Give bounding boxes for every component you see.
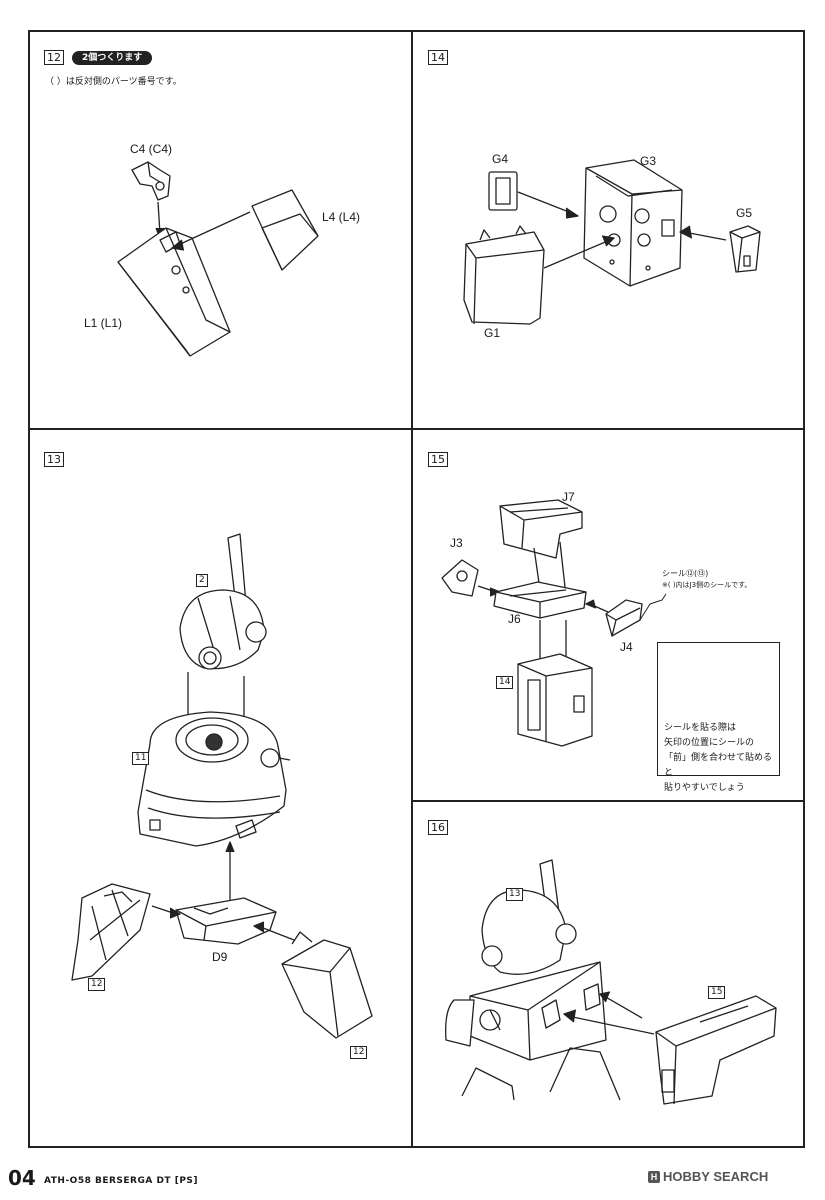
hobby-search-logo-icon: H — [648, 1171, 660, 1183]
step-14-number: 14 — [428, 50, 448, 65]
ref-step-12-left: 12 — [88, 978, 106, 991]
tip-line-2: 矢印の位置にシールの — [664, 738, 755, 748]
row-divider-left — [28, 428, 805, 430]
part-label-j6: J6 — [508, 612, 521, 626]
part-label-l4: L4 (L4) — [322, 210, 361, 224]
product-title: ATH-O58 BERSERGA DT [PS] — [44, 1176, 199, 1186]
step-13-number: 13 — [44, 452, 64, 467]
ref-step-2: 2 — [196, 574, 208, 587]
row-divider-right — [411, 800, 805, 802]
part-label-j4: J4 — [620, 640, 633, 654]
column-divider — [411, 30, 413, 1148]
part-label-g4: G4 — [492, 152, 509, 166]
step-15-number: 15 — [428, 452, 448, 467]
sticker-tip-box: シールを貼る際は 矢印の位置にシールの 「前」側を合わせて貼めると 貼りやすいで… — [657, 642, 780, 793]
instruction-frame — [28, 30, 805, 1148]
part-label-g1: G1 — [484, 326, 501, 340]
part-label-j7: J7 — [562, 490, 575, 504]
step-16-number: 16 — [428, 820, 448, 835]
step-12-number: 12 — [44, 50, 64, 65]
tip-line-4: 貼りやすいでしょう — [664, 783, 745, 793]
ref-step-13: 13 — [506, 888, 524, 901]
sticker-label: シール⑫(⑬) — [662, 569, 709, 578]
ref-step-14: 14 — [496, 676, 514, 689]
part-label-c4: C4 (C4) — [130, 142, 173, 156]
part-label-g5: G5 — [736, 206, 753, 220]
sticker-note: ※( )内はJ3側のシールです。 — [662, 581, 752, 589]
step-12-note: （ ）は反対側のパーツ番号です。 — [45, 77, 182, 87]
tip-line-1: シールを貼る際は — [664, 723, 737, 733]
part-label-j3: J3 — [450, 536, 463, 550]
ref-step-15: 15 — [708, 986, 726, 999]
step-12-badge: 2個つくります — [72, 51, 153, 65]
part-label-l1: L1 (L1) — [84, 316, 123, 330]
ref-step-12-right: 12 — [350, 1046, 368, 1059]
ref-step-11: 11 — [132, 752, 150, 765]
watermark-text: HOBBY SEARCH — [663, 1169, 769, 1184]
part-label-g3: G3 — [640, 154, 657, 168]
page-number: 04 — [8, 1166, 36, 1190]
part-label-d9: D9 — [212, 950, 228, 964]
sticker-tip-text: シールを貼る際は 矢印の位置にシールの 「前」側を合わせて貼めると 貼りやすいで… — [664, 721, 779, 796]
tip-line-3: 「前」側を合わせて貼めると — [664, 753, 773, 778]
